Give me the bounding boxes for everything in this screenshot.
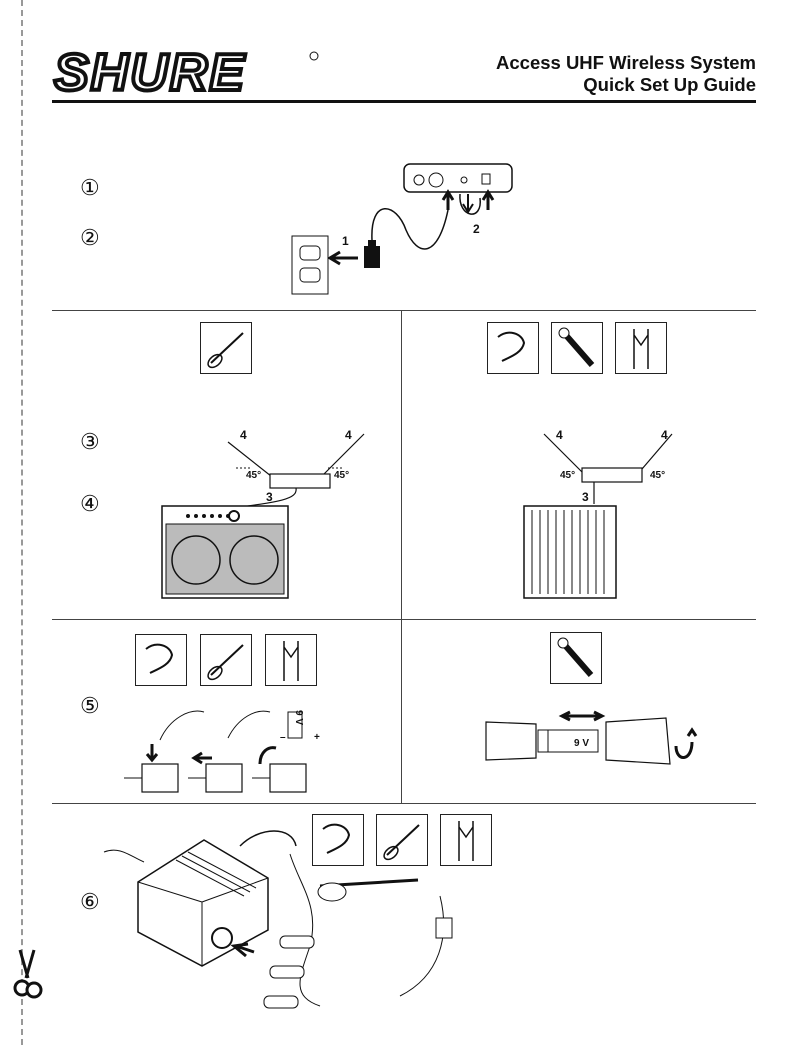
step-2: ②	[80, 226, 100, 251]
callout-cable-right: 3	[582, 490, 589, 504]
battery-plus: +	[314, 732, 320, 743]
handheld-battery-diagram	[485, 710, 698, 765]
divider-1	[52, 310, 756, 311]
lavalier-icon	[440, 814, 492, 866]
angle-left: 45°	[246, 470, 262, 481]
receiver-mixer-diagram	[523, 433, 673, 599]
headset-icon	[135, 634, 187, 686]
headset-icon	[487, 322, 539, 374]
title-line-1: Access UHF Wireless System	[496, 52, 756, 73]
handheld-mic-icon	[551, 322, 603, 374]
step-6: ⑥	[80, 890, 100, 915]
bodypack-battery-diagram	[124, 710, 307, 793]
guitar-icon	[200, 634, 252, 686]
battery-minus: –	[280, 732, 286, 743]
handheld-mic-icon	[550, 632, 602, 684]
scissors-icon	[13, 949, 43, 999]
divider-2	[52, 619, 756, 620]
step-3: ③	[80, 430, 100, 455]
lavalier-icon	[265, 634, 317, 686]
column-divider	[401, 310, 402, 803]
guitar-icon	[376, 814, 428, 866]
title-rule	[52, 100, 756, 103]
guide-title: Access UHF Wireless System Quick Set Up …	[496, 52, 756, 96]
angle-left-r: 45°	[560, 470, 576, 481]
brand-logo-text: SHURE	[54, 44, 246, 102]
callout-antenna-left-r: 4	[556, 428, 563, 442]
callout-power-1: 1	[342, 234, 349, 248]
callout-power-2: 2	[473, 222, 480, 236]
cut-line	[21, 0, 23, 1045]
callout-antenna-left: 4	[240, 428, 247, 442]
guitar-icon	[200, 322, 252, 374]
callout-antenna-right: 4	[345, 428, 352, 442]
bodypack-connection-diagram	[103, 830, 453, 1009]
angle-right-r: 45°	[650, 470, 666, 481]
brand-logo: SHURE	[52, 42, 322, 104]
title-line-2: Quick Set Up Guide	[583, 74, 756, 95]
lavalier-icon	[615, 322, 667, 374]
callout-antenna-right-r: 4	[661, 428, 668, 442]
divider-3	[52, 803, 756, 804]
callout-cable-left: 3	[266, 490, 273, 504]
headset-icon	[312, 814, 364, 866]
battery-label-9v-b: 9 V	[574, 738, 590, 749]
step-4: ④	[80, 492, 100, 517]
receiver-power-diagram	[291, 163, 513, 295]
angle-right: 45°	[334, 470, 350, 481]
receiver-amp-diagram	[161, 433, 365, 599]
battery-label-9v: 9 V	[293, 709, 305, 726]
step-1: ①	[80, 176, 100, 201]
step-5: ⑤	[80, 694, 100, 719]
